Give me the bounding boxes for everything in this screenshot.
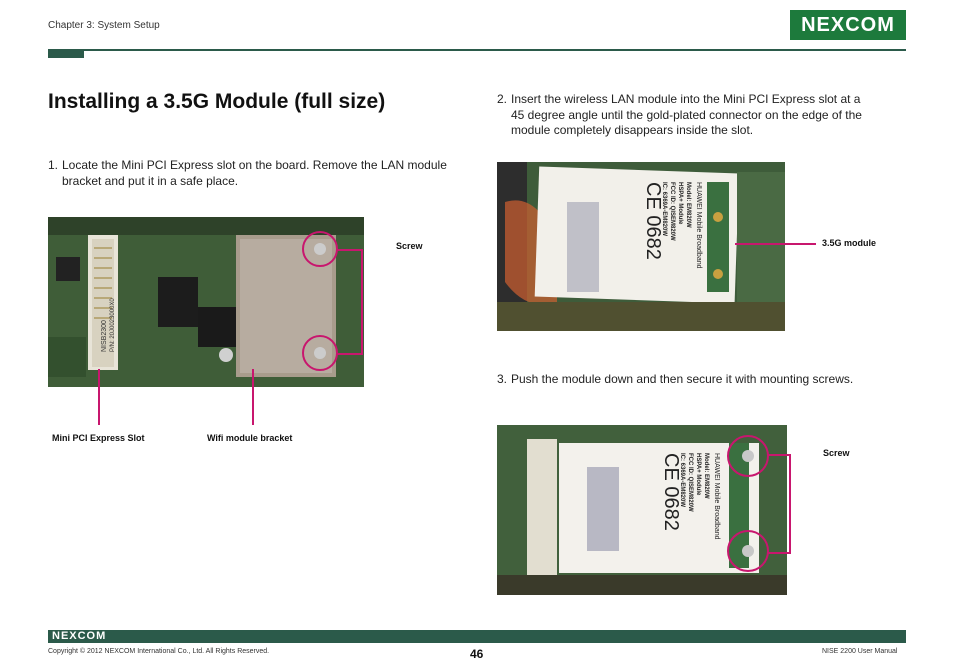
footer-manual-name: NISE 2200 User Manual [822, 648, 898, 655]
module-hspa: HSPA+ Module [695, 453, 701, 496]
module-model: Model: EM820W [685, 182, 691, 228]
footer-logo: NEXCOM [52, 630, 107, 642]
step-number: 2. [497, 92, 508, 106]
callout-35g-module: 3.5G module [822, 238, 877, 248]
module-photo-secured: HUAWEI Mobile Broadband Model: EM820W HS… [497, 425, 787, 595]
step-text: Locate the Mini PCI Express slot on the … [62, 158, 447, 172]
module-brand: HUAWEI Mobile Broadband [713, 453, 720, 540]
module-hspa: HSPA+ Module [677, 182, 683, 225]
module-secured-illustration: HUAWEI Mobile Broadband Model: EM820W HS… [497, 425, 787, 595]
callout-line-screw3-vertical [789, 454, 791, 554]
page-number: 46 [470, 647, 484, 661]
step-text: 45 degree angle until the gold-plated co… [511, 107, 862, 122]
callout-line-screw1-bottom [337, 353, 363, 355]
step-text: bracket and put it in a safe place. [62, 173, 239, 188]
step-text: module completely disappears inside the … [511, 123, 754, 137]
callout-line-module [735, 243, 816, 245]
module-fcc: FCC ID: QISEM820W [687, 453, 693, 512]
page-title: Installing a 3.5G Module (full size) [48, 90, 386, 113]
board-marking: NISB2300 [101, 320, 108, 352]
step-1: 1.Locate the Mini PCI Express slot on th… [48, 158, 468, 189]
footer-squares-icon [889, 628, 907, 644]
footer-bar [48, 630, 906, 643]
nexcom-logo: NEXCOM [790, 10, 906, 40]
board-pn: P/N: 20J0023000X0 [110, 298, 116, 352]
callout-screw: Screw [823, 448, 850, 458]
ce-mark: CE 0682 [660, 453, 682, 531]
step-text: Push the module down and then secure it … [511, 372, 854, 386]
step-2: 2.Insert the wireless LAN module into th… [497, 92, 907, 139]
logo-text: NEXCOM [801, 13, 895, 36]
chapter-label: Chapter 3: System Setup [48, 20, 160, 31]
callout-line-screw1-vertical [361, 249, 363, 355]
module-fcc: FCC ID: QISEM820W [669, 182, 675, 241]
step-3: 3.Push the module down and then secure i… [497, 372, 907, 388]
board-illustration: NISB2300 P/N: 20J0023000X0 [48, 217, 364, 387]
step-number: 3. [497, 372, 508, 386]
callout-screw: Screw [396, 241, 423, 251]
module-brand: HUAWEI Mobile Broadband [695, 182, 702, 269]
callout-line-screw3-bottom [767, 552, 791, 554]
footer-copyright: Copyright © 2012 NEXCOM International Co… [48, 648, 270, 655]
module-model: Model: EM820W [703, 453, 709, 499]
step-number: 1. [48, 158, 59, 172]
board-photo-slot: NISB2300 P/N: 20J0023000X0 [48, 217, 364, 387]
step-text: Insert the wireless LAN module into the … [511, 92, 861, 106]
callout-line-wifi [252, 369, 254, 425]
header-accent-block [48, 49, 84, 58]
callout-line-screw3-top [767, 454, 791, 456]
module-angled-illustration: HUAWEI Mobile Broadband Model: EM820W HS… [497, 162, 785, 331]
ce-mark: CE 0682 [642, 182, 664, 260]
callout-line-minipci [98, 369, 100, 425]
callout-line-screw1-top [337, 249, 363, 251]
callout-mini-pci-slot: Mini PCI Express Slot [52, 433, 145, 443]
header-rule [48, 49, 906, 51]
module-photo-angled: HUAWEI Mobile Broadband Model: EM820W HS… [497, 162, 785, 331]
callout-wifi-bracket: Wifi module bracket [207, 433, 293, 443]
module-ic: IC: 6369A-EM820W [661, 182, 667, 236]
module-ic: IC: 6369A-EM820W [679, 453, 685, 507]
